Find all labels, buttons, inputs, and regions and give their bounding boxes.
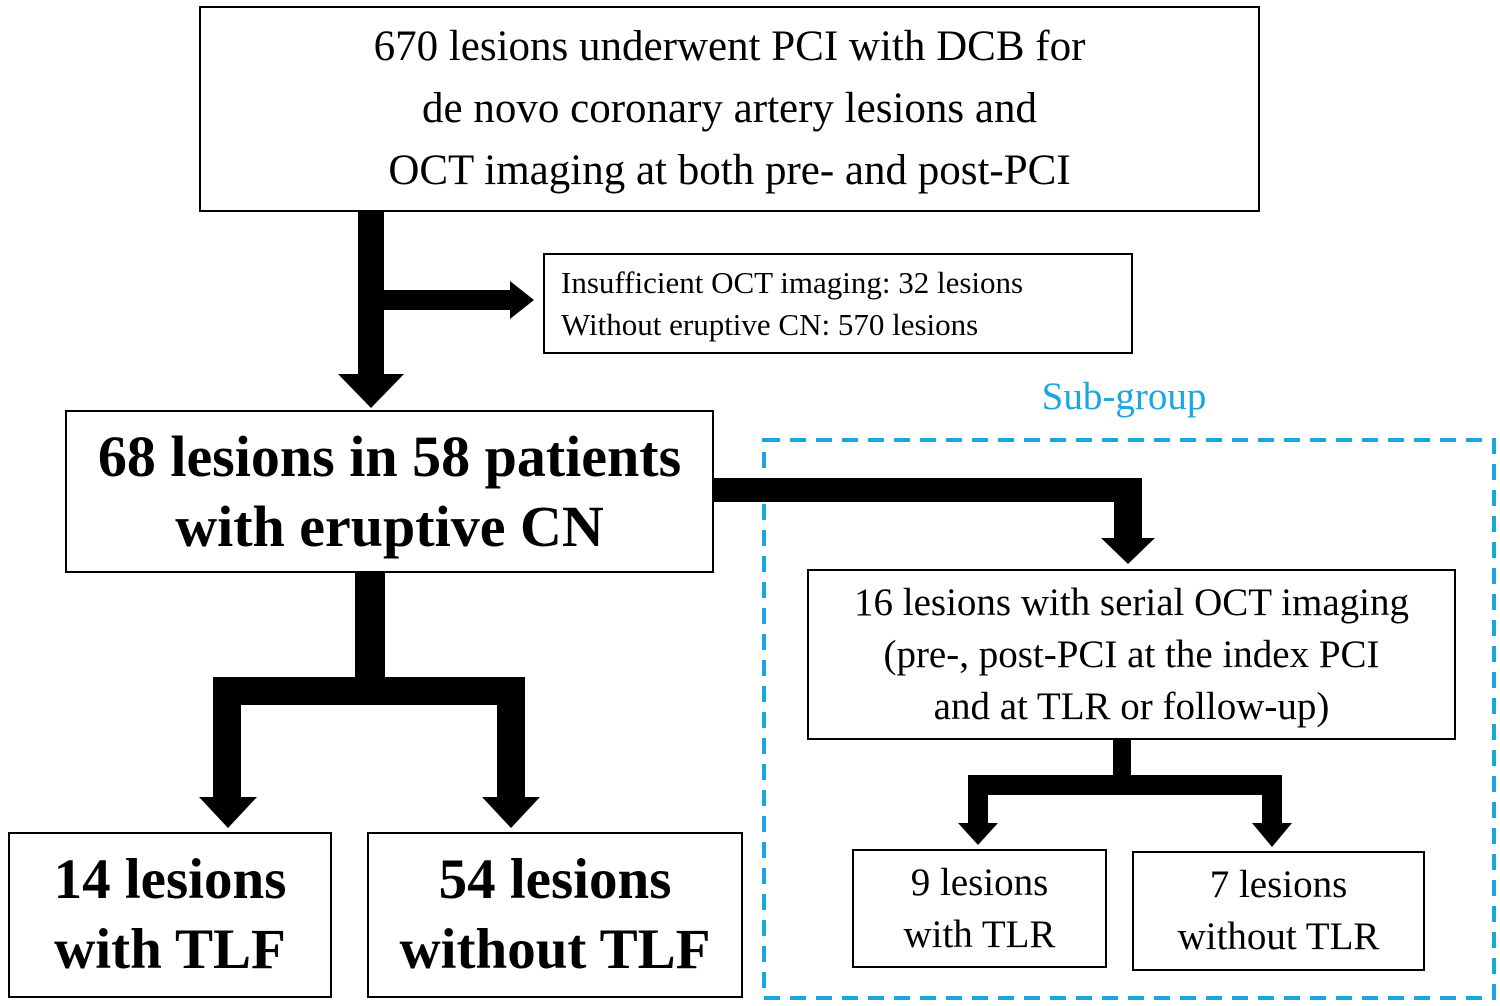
total-lesions-line-1: 670 lesions underwent PCI with DCB for [373, 23, 1086, 70]
total-lesions-box: 670 lesions underwent PCI with DCB for d… [199, 6, 1260, 212]
total-lesions-line-3: OCT imaging at both pre- and post-PCI [388, 147, 1071, 194]
arrowhead-serial [1101, 538, 1155, 564]
serial-oct-line-3: and at TLR or follow-up) [933, 684, 1330, 728]
exclusion-box: Insufficient OCT imaging: 32 lesions Wit… [543, 253, 1133, 354]
eruptive-cn-line-1: 68 lesions in 58 patients [97, 423, 682, 489]
connector-main-to-subgroup-horizontal [714, 478, 1142, 502]
connector-main-down [355, 573, 385, 679]
connector-tlf-left-drop [213, 677, 241, 799]
serial-oct-line-1: 16 lesions with serial OCT imaging [854, 580, 1409, 624]
with-tlr-line-2: with TLR [903, 912, 1056, 956]
without-tlr-line-2: without TLR [1177, 915, 1380, 958]
arrowhead-without-tlr [1252, 823, 1292, 847]
connector-tlr-horizontal [968, 775, 1282, 795]
arrowhead-with-tlr [958, 823, 998, 845]
eruptive-cn-box: 68 lesions in 58 patients with eruptive … [65, 410, 714, 573]
subgroup-label: Sub-group [1041, 375, 1207, 418]
without-tlr-line-1: 7 lesions [1209, 863, 1348, 906]
connector-exclusion-shaft [384, 290, 512, 310]
without-tlr-box: 7 lesions without TLR [1132, 851, 1425, 971]
connector-top-to-main-shaft [358, 212, 384, 374]
exclusion-line-1: Insufficient OCT imaging: 32 lesions [561, 264, 1024, 300]
with-tlr-line-1: 9 lesions [910, 860, 1049, 904]
connector-main-to-subgroup-vertical [1114, 478, 1142, 540]
serial-oct-line-2: (pre-, post-PCI at the index PCI [883, 632, 1380, 676]
exclusion-line-2: Without eruptive CN: 570 lesions [561, 306, 979, 342]
without-tlf-box: 54 lesions without TLF [367, 832, 743, 998]
connector-tlr-right-drop [1262, 775, 1282, 825]
with-tlf-box: 14 lesions with TLF [8, 832, 332, 998]
subgroup-frame [762, 438, 1496, 1000]
with-tlr-box: 9 lesions with TLR [852, 849, 1107, 968]
serial-oct-box: 16 lesions with serial OCT imaging (pre-… [807, 569, 1456, 740]
without-tlf-line-2: without TLF [399, 918, 711, 981]
with-tlf-line-2: with TLF [54, 918, 286, 981]
arrowhead-main [338, 374, 404, 408]
arrowhead-without-tlf [482, 797, 540, 828]
arrowhead-exclusion [510, 281, 534, 319]
arrowhead-with-tlf [199, 797, 257, 828]
total-lesions-line-2: de novo coronary artery lesions and [422, 85, 1037, 132]
connector-tlr-left-drop [968, 775, 988, 825]
with-tlf-line-1: 14 lesions [53, 848, 287, 911]
without-tlf-line-1: 54 lesions [438, 848, 672, 911]
connector-serial-down [1113, 740, 1131, 778]
connector-tlf-horizontal [213, 677, 525, 705]
connector-tlf-right-drop [497, 677, 525, 799]
eruptive-cn-line-2: with eruptive CN [175, 493, 604, 559]
